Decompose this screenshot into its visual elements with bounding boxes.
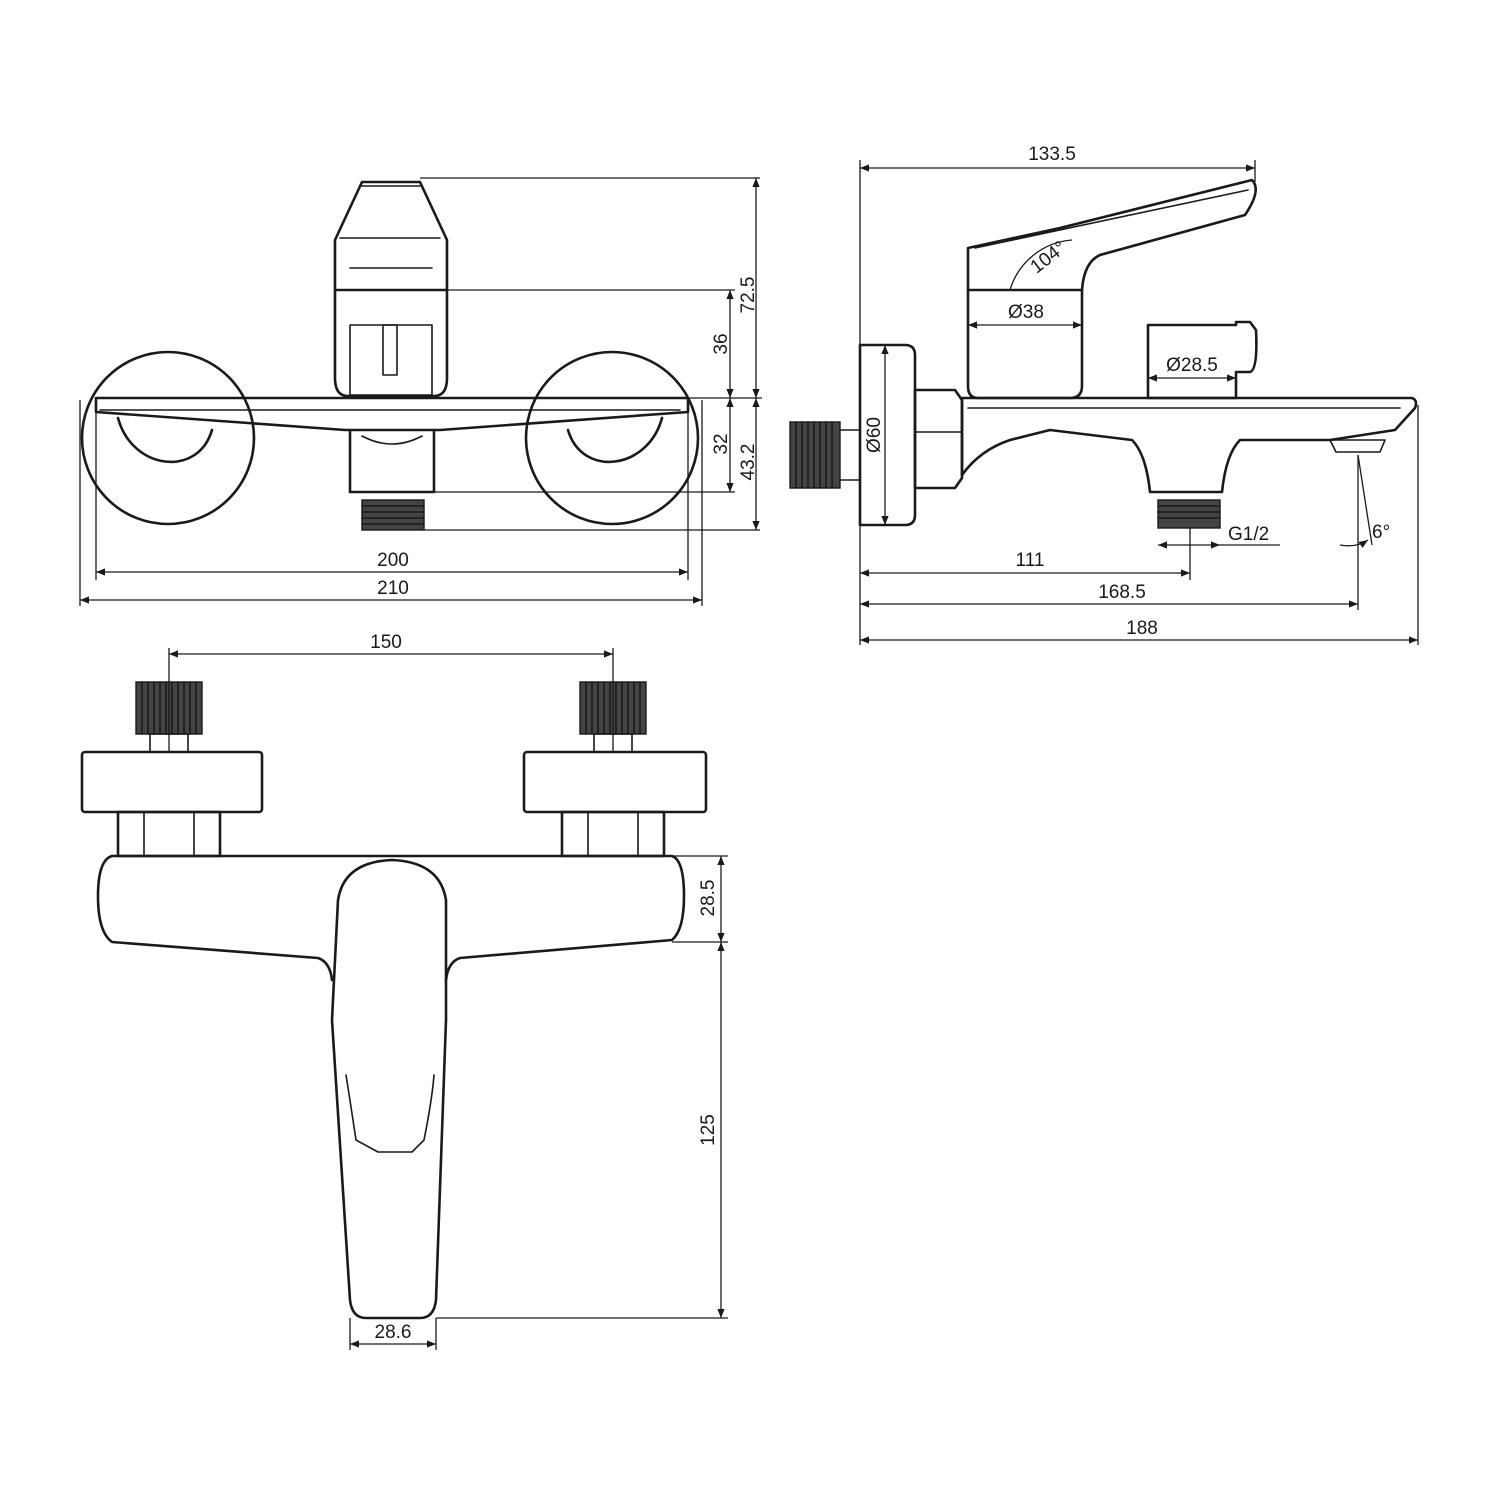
- side-diverter-knob: [1146, 320, 1258, 400]
- dim-body-height: 32: [711, 433, 732, 454]
- side-view: 133.5 104° Ø38 Ø28.5 Ø60 G1/2 6° 111 168…: [789, 144, 1419, 645]
- dim-depth-top: 133.5: [1028, 144, 1076, 165]
- side-hex-nut: [913, 388, 964, 490]
- front-outlet-thread: [361, 499, 425, 531]
- dim-angle-handle: 104°: [1027, 237, 1071, 278]
- dim-cartridge-height: 36: [711, 333, 732, 354]
- top-left-nut: [116, 810, 222, 858]
- dim-thread: G1/2: [1228, 524, 1269, 545]
- side-lever-handle: [966, 178, 1257, 292]
- front-body-bar: [94, 396, 690, 432]
- top-view: 150 28.5 125 28.6: [80, 632, 728, 1350]
- front-left-flange: [80, 350, 256, 526]
- front-right-flange: [524, 350, 700, 526]
- dim-width-200: 200: [377, 550, 409, 571]
- side-body: [960, 396, 1418, 494]
- front-view: 72.5 36 32 43.2 200 210: [79, 177, 762, 606]
- dim-dia-38: Ø38: [1008, 302, 1044, 323]
- side-wall-flange: [858, 343, 917, 527]
- top-right-flange: [522, 750, 708, 814]
- dim-handle-length: 125: [698, 1114, 719, 1146]
- dim-dia-60: Ø60: [864, 417, 885, 453]
- front-cartridge-housing: [333, 288, 449, 398]
- dim-dia-28-5: Ø28.5: [1166, 355, 1218, 376]
- side-outlet-thread: [1157, 499, 1221, 529]
- front-handle-cap: [333, 180, 449, 292]
- dim-lower-height: 43.2: [738, 444, 759, 481]
- dim-centers: 150: [370, 632, 402, 653]
- top-body: [110, 854, 686, 982]
- top-lever: [330, 858, 448, 1320]
- dim-168-5: 168.5: [1098, 582, 1146, 603]
- top-right-nut: [560, 810, 666, 858]
- dim-angle-spout: 6°: [1372, 522, 1390, 543]
- dim-width-210: 210: [377, 578, 409, 599]
- top-left-flange: [80, 750, 264, 814]
- dim-handle-width: 28.6: [375, 1322, 412, 1343]
- dim-188: 188: [1126, 618, 1158, 639]
- dim-111: 111: [1016, 550, 1045, 571]
- dim-height-total: 72.5: [738, 277, 759, 314]
- side-cartridge-housing: [966, 288, 1084, 400]
- front-spout-block: [348, 428, 436, 494]
- dim-body-depth: 28.5: [698, 880, 719, 917]
